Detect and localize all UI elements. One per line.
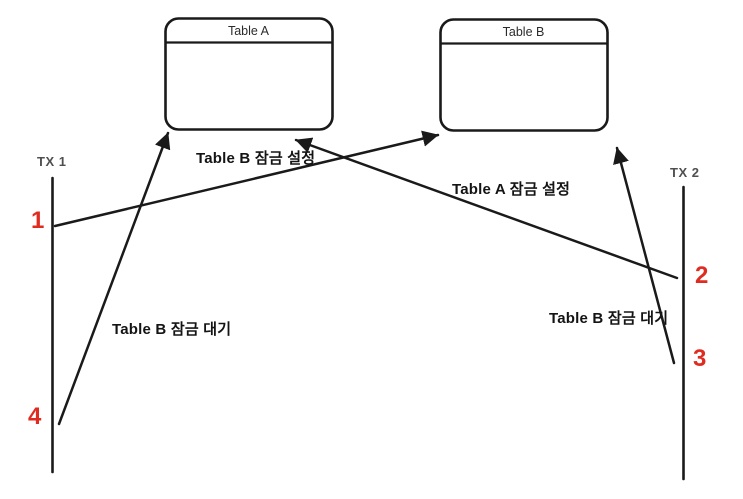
table-b-title: Table B [502, 25, 545, 39]
arrow-tx2-waits-lock-table-b [613, 146, 676, 365]
tx1-label: TX 1 [37, 154, 67, 169]
arrow-label-table-b-lock-wait-left: Table B 잠금 대기 [112, 321, 232, 338]
tx2-label: TX 2 [670, 165, 700, 180]
table-a-title: Table A [227, 24, 269, 38]
arrow-label-table-a-lock-set: Table A 잠금 설정 [452, 181, 571, 198]
step-2-number: 2 [695, 262, 709, 289]
arrow-tx2-sets-lock-table-a [294, 137, 679, 280]
step-4-number: 4 [28, 403, 42, 430]
step-1-number: 1 [31, 207, 45, 234]
arrow-tx1-waits-lock-table-b [57, 131, 171, 426]
arrow-label-table-b-lock-set: Table B 잠금 설정 [196, 150, 316, 167]
step-3-number: 3 [693, 345, 707, 372]
table-b-box [439, 18, 609, 132]
arrow-tx1-sets-lock-table-b [53, 130, 440, 228]
arrow-label-table-b-lock-wait-right: Table B 잠금 대기 [549, 310, 669, 327]
table-a-box [164, 17, 334, 131]
